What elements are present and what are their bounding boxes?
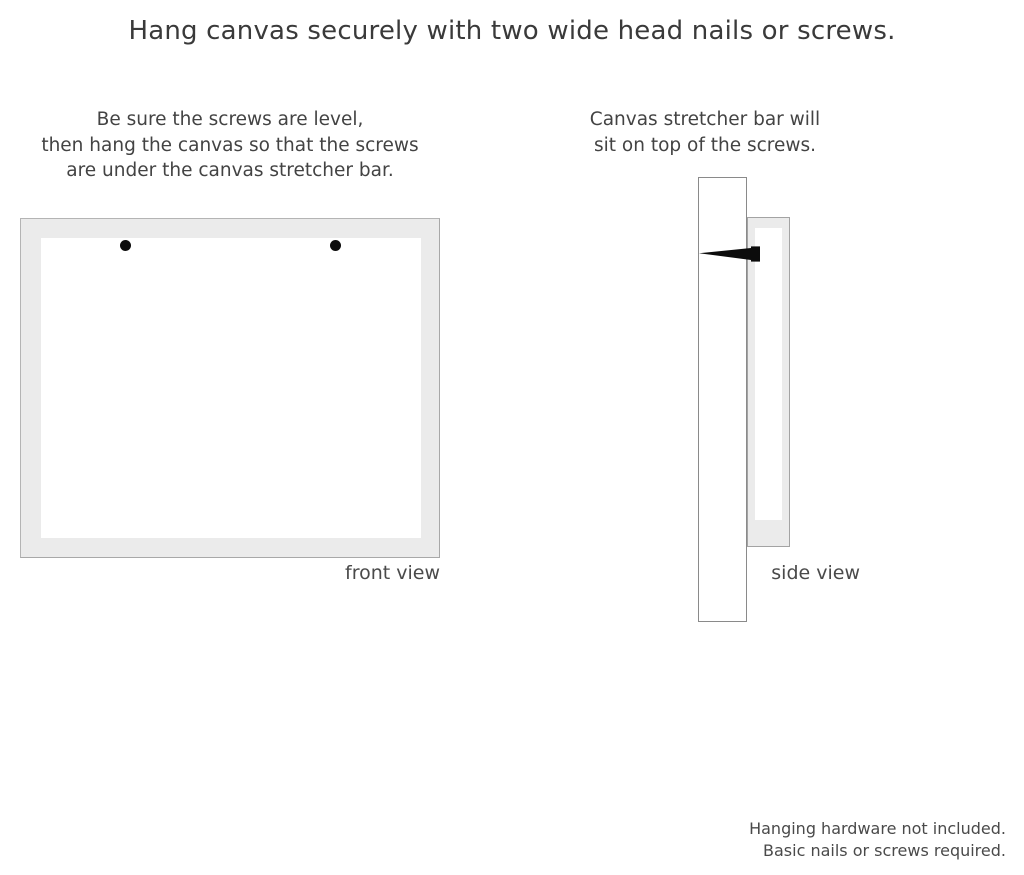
front-view-screw-right-icon xyxy=(330,240,341,251)
side-view-label: side view xyxy=(771,562,860,584)
front-view-screw-left-icon xyxy=(120,240,131,251)
front-view-caption-line-3: are under the canvas stretcher bar. xyxy=(66,160,394,181)
front-view-caption-line-1: Be sure the screws are level, xyxy=(96,109,364,130)
page-title: Hang canvas securely with two wide head … xyxy=(128,16,896,46)
front-view-canvas-face xyxy=(41,238,421,538)
side-view-screw-icon xyxy=(699,243,763,265)
front-view-caption-line-2: then hang the canvas so that the screws xyxy=(41,134,419,156)
side-view-caption-line-2: sit on top of the screws. xyxy=(593,134,817,156)
side-view-caption-line-1: Canvas stretcher bar will xyxy=(589,109,821,130)
side-view-caption: Canvas stretcher bar will sit on top of … xyxy=(560,107,850,158)
front-view-label: front view xyxy=(345,562,440,584)
front-view-caption: Be sure the screws are level, then hang … xyxy=(10,107,450,184)
footer-line-2: Basic nails or screws required. xyxy=(763,841,1006,860)
footer-disclaimer: Hanging hardware not included. Basic nai… xyxy=(749,818,1006,862)
side-view-canvas-face xyxy=(755,228,782,520)
front-view-canvas-frame xyxy=(20,218,440,558)
footer-line-1: Hanging hardware not included. xyxy=(749,819,1006,838)
